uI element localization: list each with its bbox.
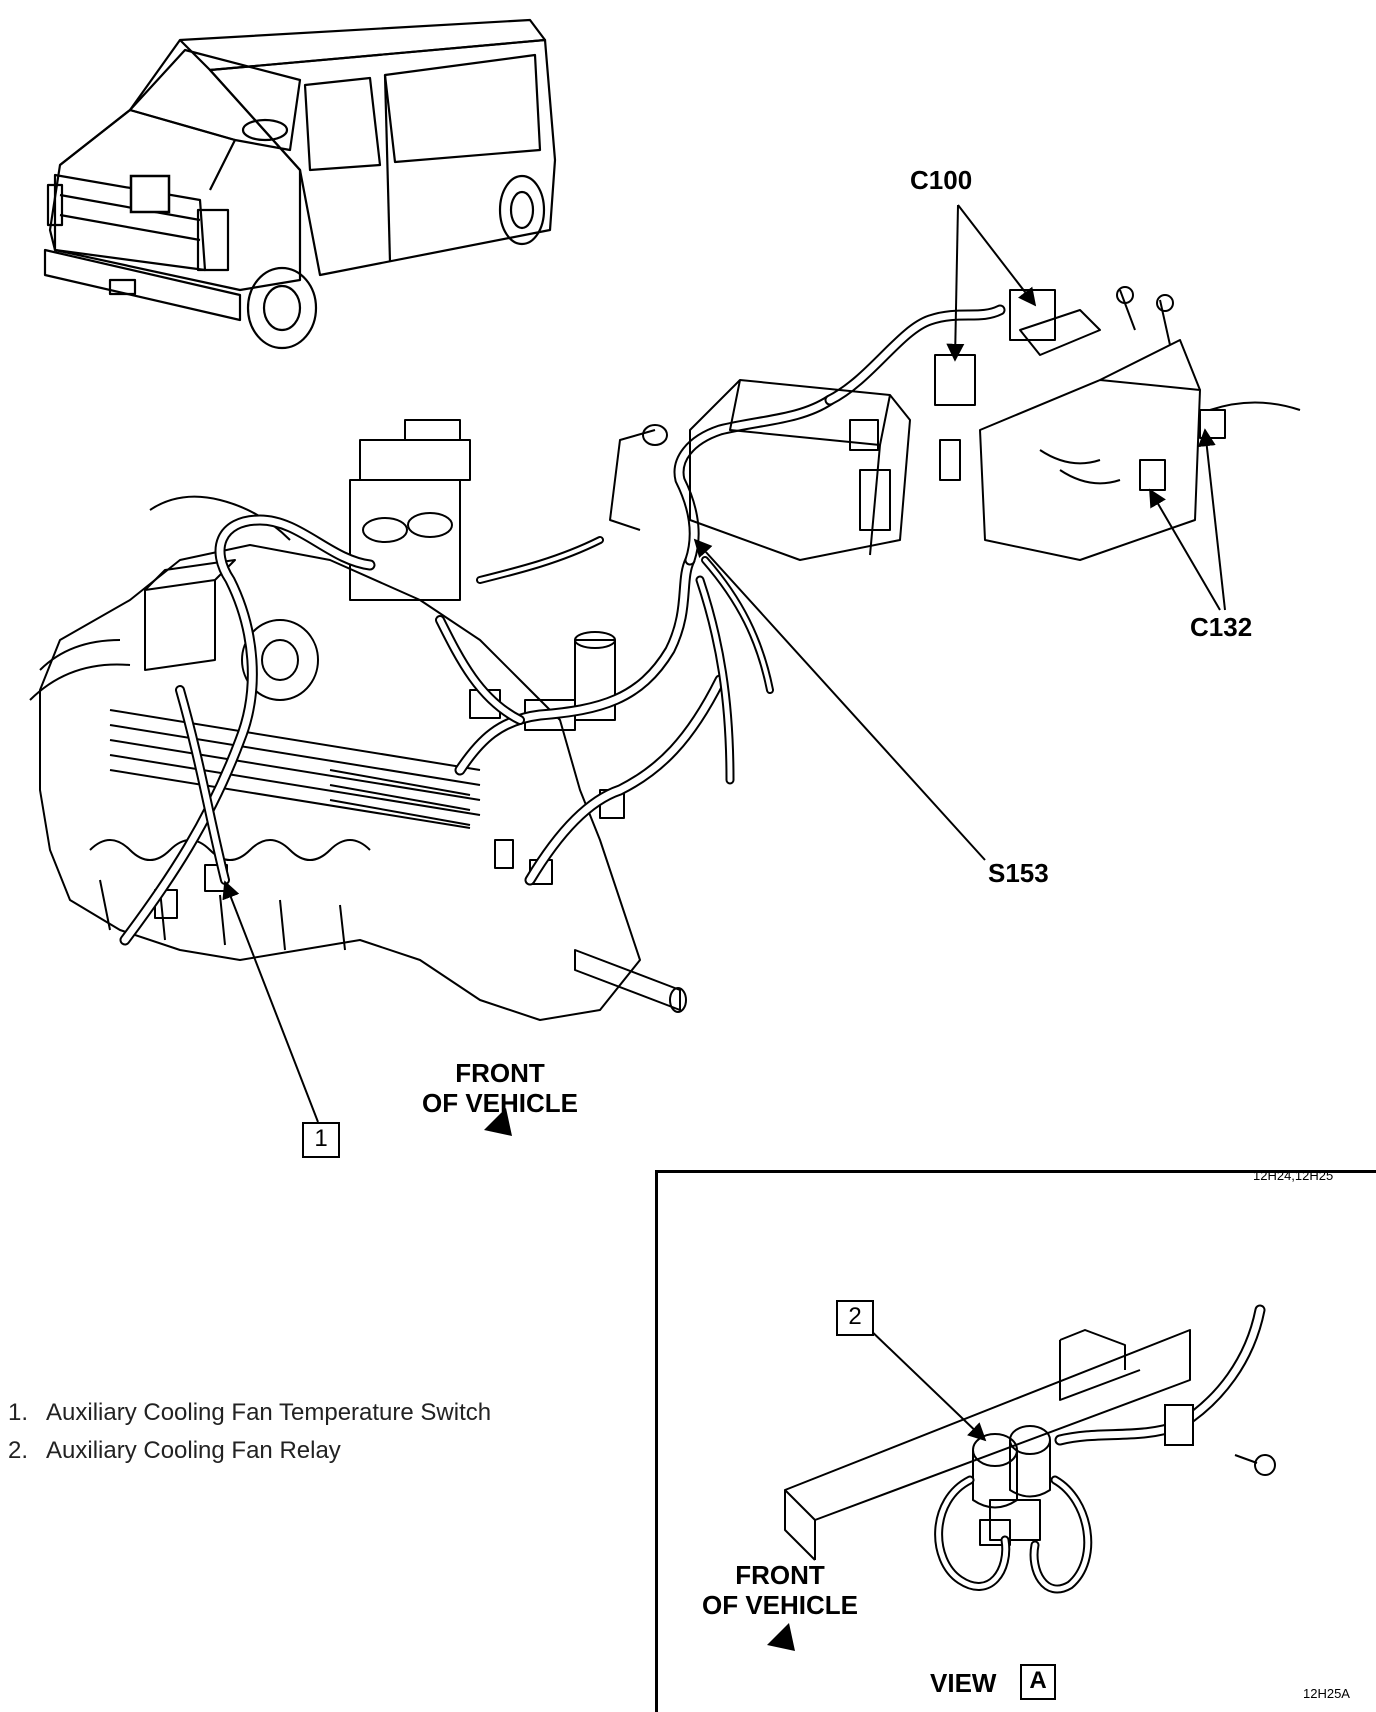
front-label-line1: FRONT xyxy=(455,1058,545,1088)
legend-text: Auxiliary Cooling Fan Relay xyxy=(46,1437,341,1464)
legend-text: Auxiliary Cooling Fan Temperature Switch xyxy=(46,1399,492,1426)
connector-label-c100: C100 xyxy=(910,165,973,195)
legend: 1. Auxiliary Cooling Fan Temperature Swi… xyxy=(8,1394,608,1470)
view-a-panel xyxy=(655,1170,1376,1712)
view-label: VIEW xyxy=(930,1668,997,1698)
front-arrow-icon xyxy=(758,1612,795,1651)
leader-lines xyxy=(222,204,1226,1123)
van-location-marker xyxy=(129,174,171,214)
view-a-illustration xyxy=(784,1329,1276,1561)
connector-label-c132: C132 xyxy=(1190,612,1253,642)
fender-bracket xyxy=(934,286,1301,561)
legend-item: 2. Auxiliary Cooling Fan Relay xyxy=(8,1432,608,1470)
legend-item: 1. Auxiliary Cooling Fan Temperature Swi… xyxy=(8,1394,608,1432)
view-front-label-line2: OF VEHICLE xyxy=(701,1590,858,1620)
legend-number: 1. xyxy=(8,1399,29,1426)
view-letter-box: A xyxy=(1020,1664,1056,1700)
van-icon xyxy=(43,18,557,350)
engine-illustration xyxy=(29,419,687,1021)
callout-2: 2 xyxy=(836,1300,874,1336)
front-label-line2: OF VEHICLE xyxy=(421,1088,578,1118)
view-front-label-line1: FRONT xyxy=(735,1560,825,1590)
legend-number: 2. xyxy=(8,1437,29,1464)
callout-1: 1 xyxy=(302,1122,340,1158)
front-arrow-icon xyxy=(475,1097,512,1136)
splice-label-s153: S153 xyxy=(988,858,1049,888)
battery-box xyxy=(609,379,911,561)
view-a-harness xyxy=(934,1304,1266,1594)
view-front-of-vehicle-label: FRONT OF VEHICLE xyxy=(680,1560,880,1620)
front-of-vehicle-label: FRONT OF VEHICLE xyxy=(400,1058,600,1118)
view-figure-code: 12H25A xyxy=(1303,1686,1350,1701)
callout-2-leader xyxy=(864,1324,987,1442)
